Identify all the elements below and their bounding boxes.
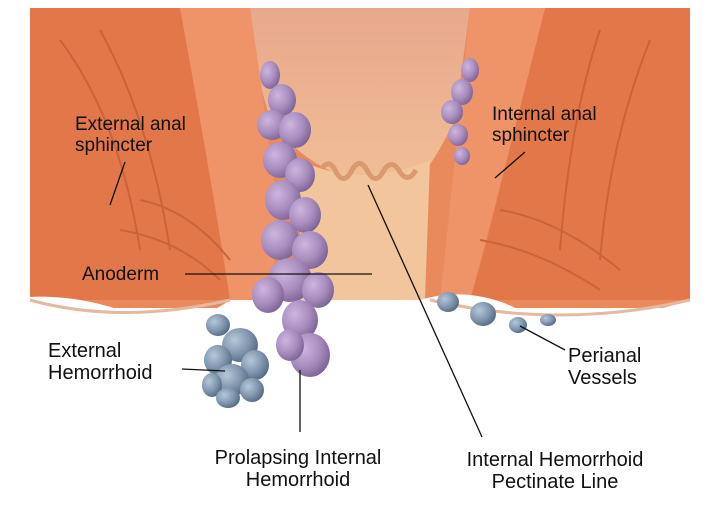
perianal-vessel-dots <box>437 292 556 333</box>
leader-pectinate-line <box>367 184 483 438</box>
leader-perianal-vessels <box>519 325 566 351</box>
internal-hemorrhoid-left-column <box>252 61 334 377</box>
pectinate-line <box>320 161 419 181</box>
left-internal-sphincter <box>180 8 280 300</box>
leader-external-hemorrhoid <box>181 368 226 372</box>
label-external-hemorrhoid: External Hemorrhoid <box>48 340 153 385</box>
label-internal-anal-sphincter: Internal anal sphincter <box>492 104 597 147</box>
leader-external-anal-sphincter <box>109 161 126 206</box>
external-hemorrhoid-cluster <box>202 314 269 408</box>
label-internal-hemorrhoid-pectinate-line: Internal Hemorrhoid Pectinate Line <box>466 449 644 494</box>
left-external-sphincter <box>30 8 245 300</box>
internal-hemorrhoid-right-column <box>441 58 479 165</box>
label-external-anal-sphincter: External anal sphincter <box>75 114 186 157</box>
label-anoderm: Anoderm <box>82 264 160 285</box>
label-prolapsing-internal-hemorrhoid: Prolapsing Internal Hemorrhoid <box>214 447 382 492</box>
leader-lines <box>109 151 566 438</box>
anal-canal-mucosa <box>300 160 430 300</box>
label-perianal-vessels: Perianal Vessels <box>568 345 642 390</box>
leader-internal-anal-sphincter <box>494 151 526 179</box>
